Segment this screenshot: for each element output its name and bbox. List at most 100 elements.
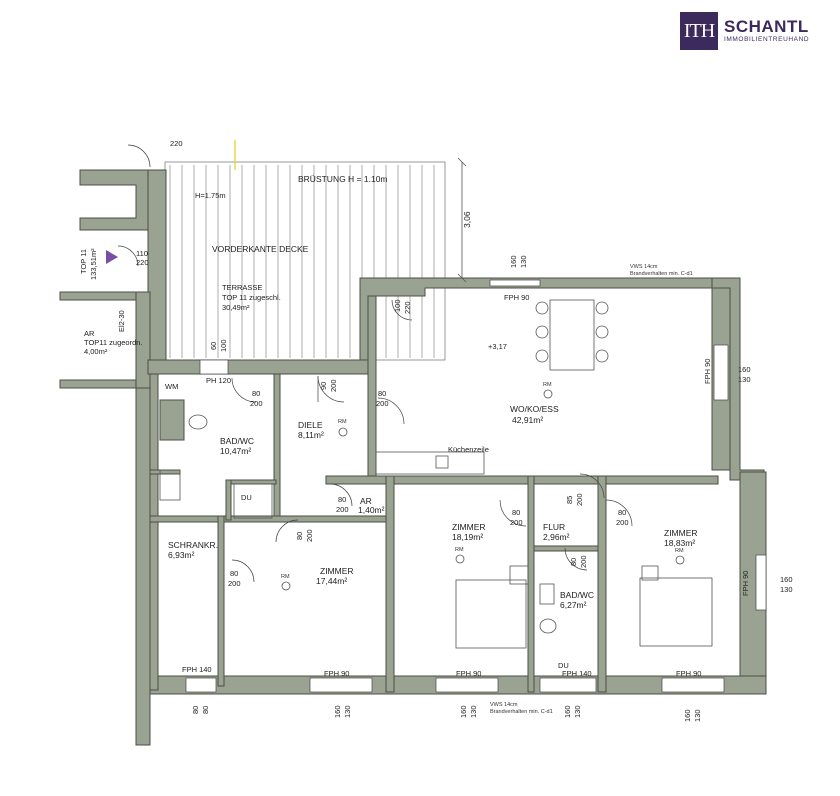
- dim-60: 60: [209, 342, 218, 350]
- ar-outside-area: 4,00m²: [84, 347, 108, 356]
- windows: [185, 279, 767, 693]
- dim-160: 160: [333, 705, 342, 718]
- schrankr-area: 6,93m²: [168, 550, 195, 560]
- dim-200: 200: [305, 529, 314, 542]
- du2-label: DU: [558, 661, 569, 670]
- fph90-label: FPH 90: [741, 571, 750, 596]
- brand-bottom: Brandverhalten min. C-d1: [490, 709, 553, 715]
- dim-85: 85: [565, 496, 574, 504]
- dim-80: 80: [252, 389, 260, 398]
- dim-220: 220: [403, 301, 412, 314]
- terrace-hatch: [164, 161, 446, 361]
- height-label: H=1.75m: [195, 191, 226, 200]
- terrasse-area: 30,49m²: [222, 303, 250, 312]
- dim-80: 80: [295, 532, 304, 540]
- dimension-306: 3,06: [462, 211, 472, 228]
- ar-area: 1,40m²: [358, 505, 385, 515]
- terrasse-name: TERRASSE: [222, 283, 262, 292]
- dim-200: 200: [579, 555, 588, 568]
- flur-area: 2,96m²: [543, 532, 570, 542]
- dim-130: 130: [738, 375, 751, 384]
- dim-80: 80: [230, 569, 238, 578]
- doors: [117, 144, 633, 583]
- dim-160: 160: [738, 365, 751, 374]
- dim-80: 80: [191, 706, 200, 714]
- badwc1-area: 10,47m²: [220, 446, 251, 456]
- dim-80: 80: [201, 706, 210, 714]
- ar-outside-sub: TOP11 zugeordn.: [84, 338, 143, 347]
- badwc1-name: BAD/WC: [220, 436, 254, 446]
- dim-100: 100: [393, 299, 402, 312]
- dim-200: 200: [510, 518, 523, 527]
- logo-mark: ITH: [680, 12, 718, 50]
- fph90-label: FPH 90: [456, 669, 481, 678]
- dim-80: 80: [569, 558, 578, 566]
- rm-label: RM: [543, 382, 552, 388]
- zimmer3-name: ZIMMER: [320, 566, 354, 576]
- brand-top: Brandverhalten min. C-d1: [630, 271, 693, 277]
- vorderkante-label: VORDERKANTE DECKE: [212, 244, 309, 254]
- top11-area: 133,51m²: [89, 248, 98, 280]
- fph90-label: FPH 90: [324, 669, 349, 678]
- vws-top: VWS 14cm: [630, 264, 658, 270]
- dim-200: 200: [250, 399, 263, 408]
- zimmer2-area: 18,83m²: [664, 538, 695, 548]
- logo-subtitle: IMMOBILIENTREUHAND: [724, 36, 810, 44]
- wm-label: WM: [165, 382, 178, 391]
- company-logo: ITH SCHANTL IMMOBILIENTREUHAND: [680, 12, 809, 50]
- logo-name: SCHANTL: [724, 17, 809, 37]
- dim-130: 130: [573, 705, 582, 718]
- dim-80: 80: [512, 508, 520, 517]
- zimmer3-area: 17,44m²: [316, 576, 347, 586]
- terrasse-sub: TOP 11 zugeschl.: [222, 293, 281, 302]
- kuechenzeile-label: Küchenzeile: [448, 445, 489, 454]
- el-label: El2-30: [117, 310, 126, 332]
- dim-200: 200: [228, 579, 241, 588]
- dim-90: 90: [319, 382, 328, 390]
- unit-marker-icon: [106, 250, 118, 264]
- dim-100: 100: [219, 339, 228, 352]
- dim-200: 200: [336, 505, 349, 514]
- wokoess-name: WO/KO/ESS: [510, 404, 559, 414]
- zimmer2-name: ZIMMER: [664, 528, 698, 538]
- schrankr-name: SCHRANKR.: [168, 540, 218, 550]
- smoke-detectors: [281, 389, 685, 591]
- rm-label: RM: [675, 548, 684, 554]
- dim-130: 130: [693, 709, 702, 722]
- fph140-label: FPH 140: [562, 669, 592, 678]
- zimmer1-area: 18,19m²: [452, 532, 483, 542]
- fph90-label: FPH 90: [703, 359, 712, 384]
- dim-160: 160: [780, 575, 793, 584]
- level-label: +3,17: [488, 342, 507, 351]
- dim-220-top: 220: [170, 139, 183, 148]
- dim-80: 80: [618, 508, 626, 517]
- rm-label: RM: [338, 419, 347, 425]
- dim-130: 130: [343, 705, 352, 718]
- ph120-label: PH 120: [206, 376, 231, 385]
- flur-name: FLUR: [543, 522, 565, 532]
- dim-200: 200: [616, 518, 629, 527]
- dim-80: 80: [378, 389, 386, 398]
- fph140-label: FPH 140: [182, 665, 212, 674]
- wokoess-area: 42,91m²: [512, 415, 543, 425]
- diele-area: 8,11m²: [298, 430, 324, 440]
- bruestung-label: BRÜSTUNG H = 1.10m: [298, 174, 388, 184]
- rm-label: RM: [455, 547, 464, 553]
- dim-80: 80: [338, 495, 346, 504]
- logo-text: SCHANTL IMMOBILIENTREUHAND: [724, 18, 809, 44]
- diele-name: DIELE: [298, 420, 323, 430]
- dim-160: 160: [563, 705, 572, 718]
- vws-bottom: VWS 14cm: [490, 702, 518, 708]
- dim-200: 200: [329, 379, 338, 392]
- dim-160: 160: [509, 255, 518, 268]
- fph90-label: FPH 90: [676, 669, 701, 678]
- dim-110: 110: [136, 249, 148, 258]
- labels: BRÜSTUNG H = 1.10m VORDERKANTE DECKE H=1…: [79, 139, 793, 722]
- dim-130: 130: [519, 255, 528, 268]
- ar-name: AR: [360, 496, 372, 506]
- du-label: DU: [241, 493, 252, 502]
- furniture: [159, 299, 713, 649]
- top11-name: TOP 11: [79, 249, 88, 274]
- dim-220: 220: [136, 258, 149, 267]
